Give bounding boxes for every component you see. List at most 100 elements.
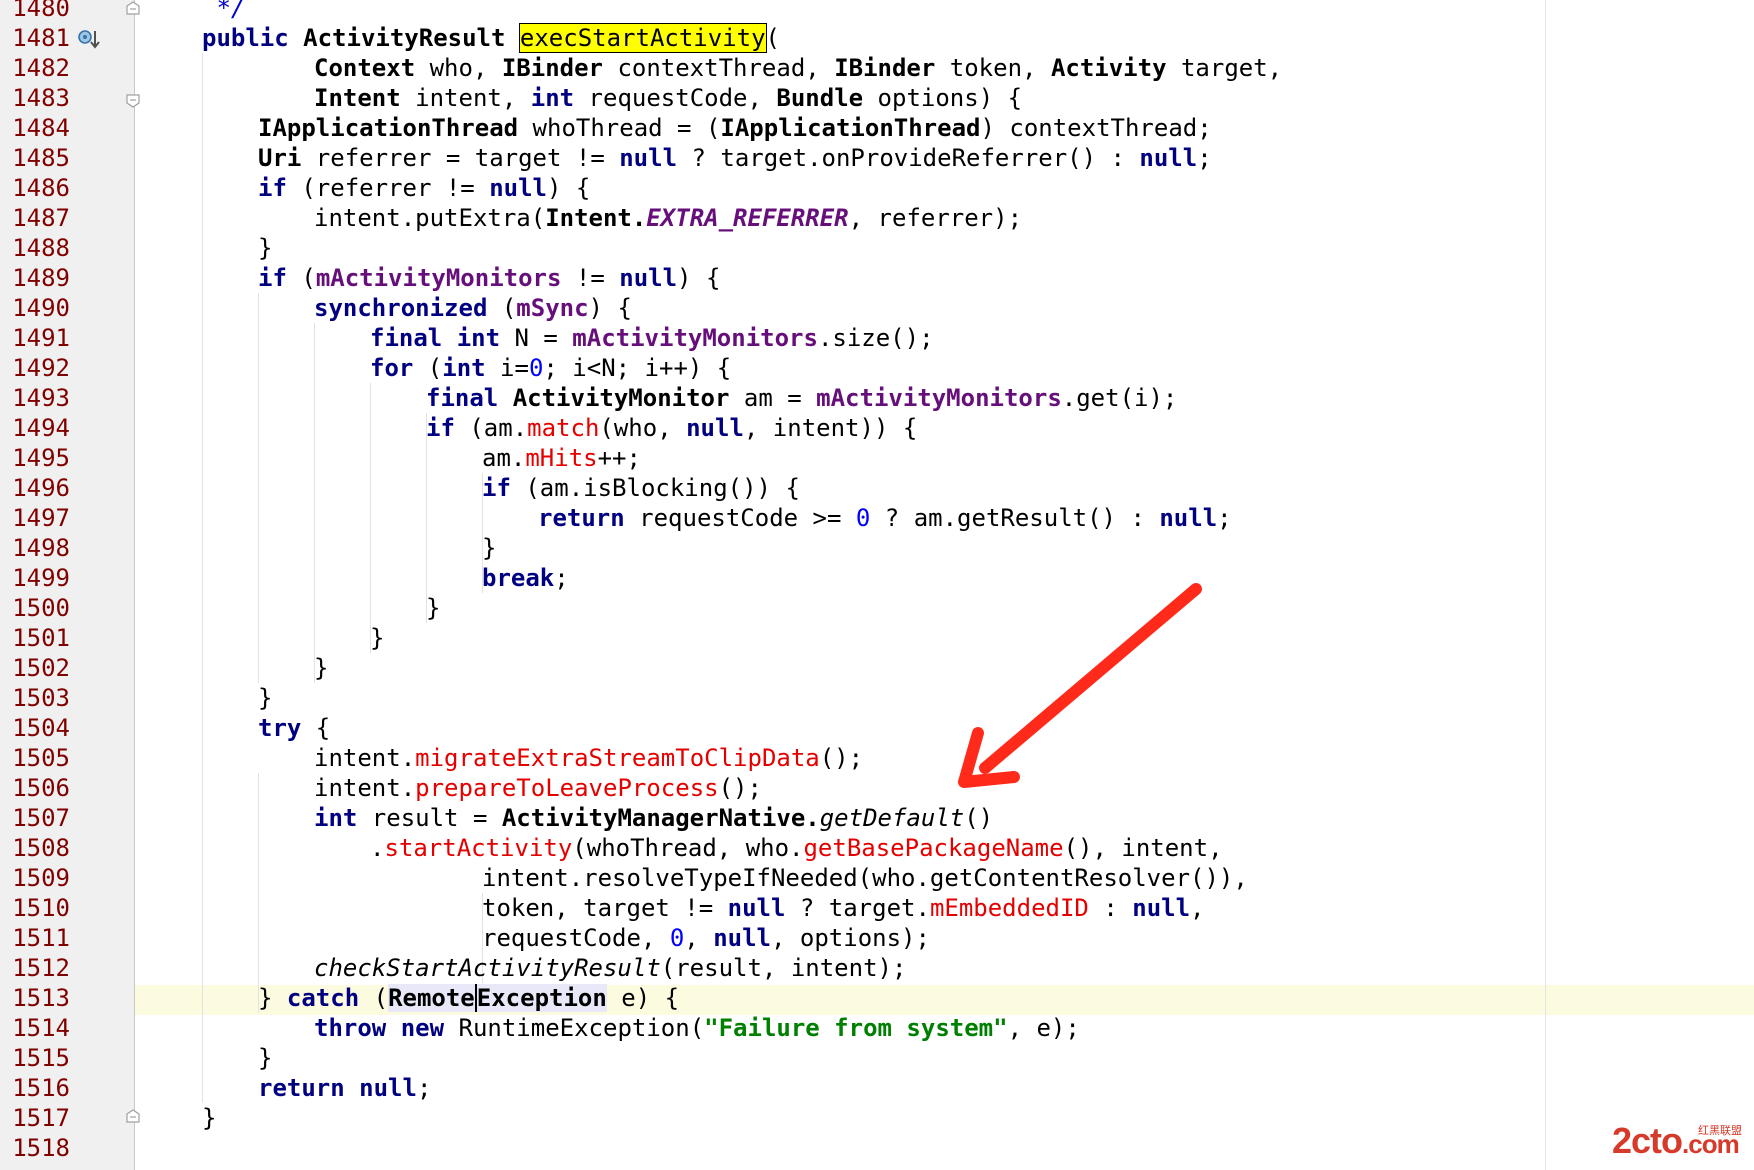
code-token: ? target.	[785, 894, 930, 922]
code-token: Context	[314, 54, 430, 82]
line-number: 1491	[12, 324, 70, 352]
code-text[interactable]: .startActivity(whoThread, who.getBasePac…	[370, 833, 1223, 863]
code-text[interactable]: synchronized (mSync) {	[314, 293, 632, 323]
code-token: ActivityResult	[303, 24, 520, 52]
caret-row-highlight	[0, 985, 1754, 1015]
code-token: ) contextThread;	[980, 114, 1212, 142]
code-token: */	[202, 0, 246, 22]
line-number: 1507	[12, 804, 70, 832]
code-token: if	[426, 414, 470, 442]
code-text[interactable]: if (mActivityMonitors != null) {	[258, 263, 720, 293]
code-text[interactable]: if (am.match(who, null, intent)) {	[426, 413, 917, 443]
code-text[interactable]: }	[202, 1103, 216, 1133]
code-token: mActivityMonitors	[816, 384, 1062, 412]
code-text[interactable]: */	[202, 0, 245, 23]
code-text[interactable]: }	[426, 593, 440, 623]
code-token: ) {	[547, 174, 591, 202]
code-token: getBasePackageName	[803, 834, 1064, 862]
line-number: 1497	[12, 504, 70, 532]
code-token: return	[538, 504, 640, 532]
code-text[interactable]: int result = ActivityManagerNative.getDe…	[314, 803, 993, 833]
code-text[interactable]: Uri referrer = target != null ? target.o…	[258, 143, 1212, 173]
code-token: {	[315, 714, 331, 742]
code-text[interactable]: intent.resolveTypeIfNeeded(who.getConten…	[482, 863, 1248, 893]
code-text[interactable]: }	[482, 533, 496, 563]
fold-end-icon[interactable]	[126, 1109, 140, 1123]
code-text[interactable]: am.mHits++;	[482, 443, 641, 473]
code-text[interactable]: intent.prepareToLeaveProcess();	[314, 773, 762, 803]
line-number: 1484	[12, 114, 70, 142]
code-text[interactable]: }	[258, 1043, 272, 1073]
code-text[interactable]: try {	[258, 713, 330, 743]
code-token: execStartActivity	[518, 23, 767, 53]
code-token: (	[765, 24, 780, 52]
line-number: 1499	[12, 564, 70, 592]
code-text[interactable]: return requestCode >= 0 ? am.getResult()…	[538, 503, 1232, 533]
code-text[interactable]: IApplicationThread whoThread = (IApplica…	[258, 113, 1212, 143]
code-text[interactable]: } catch (RemoteException e) {	[258, 983, 679, 1013]
code-text[interactable]: final int N = mActivityMonitors.size();	[370, 323, 934, 353]
line-number: 1508	[12, 834, 70, 862]
code-token: IApplicationThread	[258, 114, 533, 142]
override-method-icon[interactable]	[76, 27, 102, 53]
code-token: EXTRA_REFERRER	[646, 204, 849, 232]
line-number: 1502	[12, 654, 70, 682]
code-text[interactable]: intent.migrateExtraStreamToClipData();	[314, 743, 863, 773]
line-number: 1494	[12, 414, 70, 442]
code-token: null	[489, 174, 547, 202]
code-text[interactable]: }	[314, 653, 328, 683]
line-number: 1518	[12, 1134, 70, 1162]
code-token: requestCode >=	[639, 504, 856, 532]
code-text[interactable]: requestCode, 0, null, options);	[482, 923, 930, 953]
code-text[interactable]: return null;	[258, 1073, 431, 1103]
line-number: 1493	[12, 384, 70, 412]
code-text[interactable]: token, target != null ? target.mEmbedded…	[482, 893, 1205, 923]
code-text[interactable]: final ActivityMonitor am = mActivityMoni…	[426, 383, 1177, 413]
code-token: ,	[684, 924, 714, 952]
code-token: IApplicationThread	[720, 114, 981, 142]
code-token: contextThread,	[617, 54, 835, 82]
code-text[interactable]: Context who, IBinder contextThread, IBin…	[314, 53, 1282, 83]
code-token: whoThread = (	[532, 114, 721, 142]
code-text[interactable]: public ActivityResult execStartActivity(	[202, 23, 780, 53]
code-token: null	[619, 264, 678, 292]
code-text[interactable]: if (referrer != null) {	[258, 173, 590, 203]
code-token: requestCode,	[482, 924, 670, 952]
code-token: .get(i);	[1061, 384, 1178, 412]
code-text[interactable]: }	[370, 623, 384, 653]
line-number: 1504	[12, 714, 70, 742]
code-text[interactable]: if (am.isBlocking()) {	[482, 473, 800, 503]
line-number: 1512	[12, 954, 70, 982]
code-token: "Failure from system"	[704, 1014, 1008, 1042]
code-text[interactable]: }	[258, 683, 272, 713]
code-token: (whoThread, who.	[572, 834, 804, 862]
line-number: 1483	[12, 84, 70, 112]
line-number: 1489	[12, 264, 70, 292]
code-token: options) {	[877, 84, 1023, 112]
code-token: null	[1159, 504, 1218, 532]
indent-guide	[482, 473, 483, 593]
code-token: (	[427, 354, 443, 382]
code-token: RuntimeException(	[458, 1014, 705, 1042]
code-text[interactable]: throw new RuntimeException("Failure from…	[314, 1013, 1080, 1043]
fold-start-icon[interactable]	[126, 94, 140, 108]
code-text[interactable]: intent.putExtra(Intent.EXTRA_REFERRER, r…	[314, 203, 1022, 233]
line-number: 1500	[12, 594, 70, 622]
code-token: , intent)) {	[743, 414, 918, 442]
code-token: (result, intent);	[660, 954, 907, 982]
line-number-gutter[interactable]	[0, 0, 134, 1170]
fold-end-icon[interactable]	[126, 1, 140, 15]
code-text[interactable]: }	[258, 233, 272, 263]
code-token: (am.	[469, 414, 528, 442]
line-number: 1496	[12, 474, 70, 502]
code-token: public	[202, 24, 304, 52]
line-number: 1480	[12, 0, 70, 22]
code-token: ) {	[677, 264, 721, 292]
code-text[interactable]: for (int i=0; i<N; i++) {	[370, 353, 731, 383]
code-text[interactable]: checkStartActivityResult(result, intent)…	[314, 953, 906, 983]
code-text[interactable]: break;	[482, 563, 569, 593]
code-token: ) {	[588, 294, 632, 322]
code-token: ActivityManagerNative.	[501, 804, 820, 832]
code-text[interactable]: Intent intent, int requestCode, Bundle o…	[314, 83, 1022, 113]
